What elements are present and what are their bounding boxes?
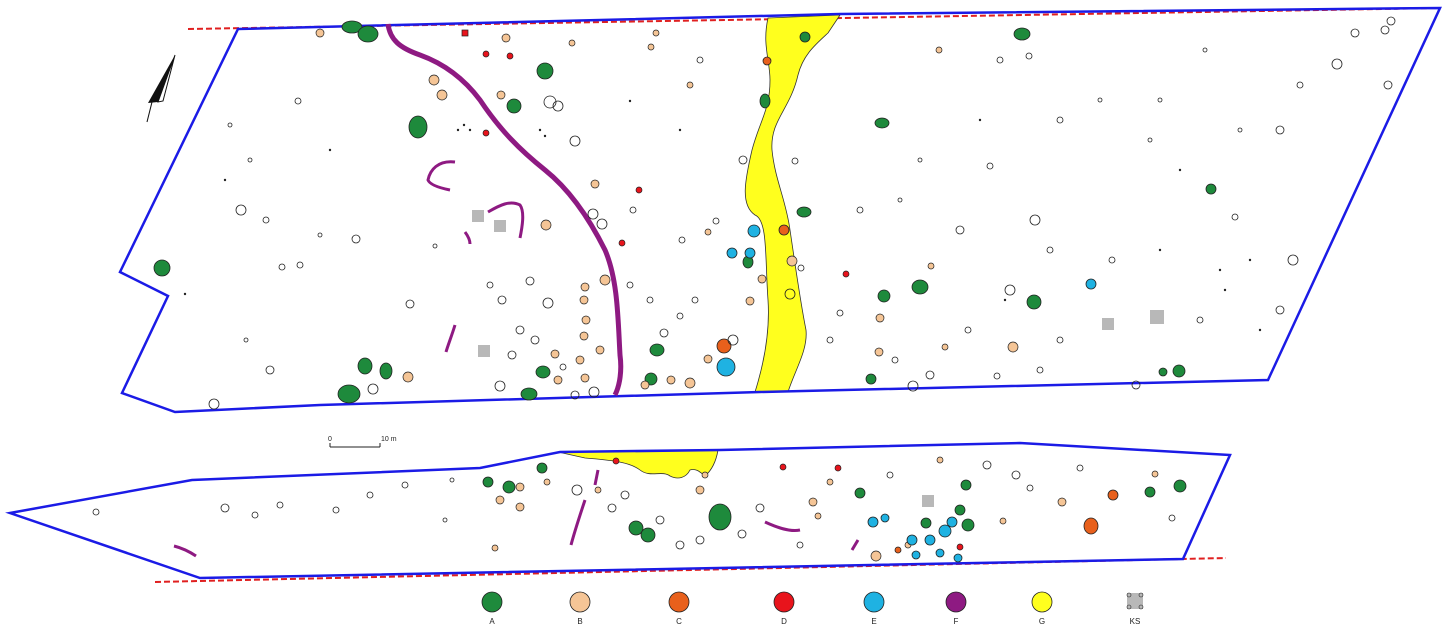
feature-ks-5 (1150, 310, 1164, 324)
legend-item-ks: KS (1126, 592, 1144, 626)
feature-b-group-upper (315, 28, 1019, 390)
feature-f-ditch-1 (385, 23, 624, 397)
legend-item-e: E (863, 591, 885, 626)
feature-f-ditch-3 (487, 201, 525, 239)
feature-a-group-upper (153, 20, 1217, 404)
feature-f-lower-1 (569, 499, 587, 546)
feature-b-group-lower (491, 456, 1159, 562)
feature-d-group-lower (612, 457, 964, 551)
postholes-upper (183, 99, 1262, 332)
feature-f-ditch-5 (444, 324, 457, 353)
legend-item-g: G (1031, 591, 1053, 626)
legend-label-b: B (577, 617, 582, 626)
feature-ks-1 (472, 210, 484, 222)
legend-item-a: A (481, 591, 503, 626)
feature-a-group-lower (482, 462, 1187, 543)
lower-trench-boundary (5, 441, 1232, 580)
feature-e-group-lower (867, 513, 963, 563)
feature-f-lower-2 (593, 469, 600, 486)
lower-trench (5, 441, 1232, 583)
legend-label-ks: KS (1130, 617, 1141, 626)
scale-bar: 0 10 m (328, 436, 397, 448)
legend-item-c: C (668, 591, 690, 626)
feature-ks-lower (922, 495, 934, 507)
legend-label-c: C (676, 617, 682, 626)
feature-ks-4 (1102, 318, 1114, 330)
feature-f-ditch-4 (463, 231, 472, 245)
upper-trench (118, 6, 1442, 414)
feature-d-group-upper (461, 29, 850, 278)
feature-f-lower-4 (173, 544, 197, 558)
feature-ks-3 (478, 345, 490, 357)
feature-g-lower-channel (557, 449, 719, 479)
north-arrow-icon (146, 54, 176, 123)
feature-g-channel (744, 14, 841, 393)
open-pits-lower (92, 460, 1176, 550)
feature-f-ditch-2 (426, 160, 456, 192)
scale-bar-start-label: 0 (328, 436, 332, 443)
legend-item-f: F (945, 591, 967, 626)
feature-f-lower-5 (850, 539, 860, 551)
legend: A B C D E F G (481, 591, 1144, 626)
legend-item-b: B (569, 591, 591, 626)
legend-label-f: F (954, 617, 959, 626)
upper-trench-boundary (118, 6, 1442, 414)
legend-label-g: G (1039, 617, 1045, 626)
legend-label-e: E (871, 617, 876, 626)
legend-item-d: D (773, 591, 795, 626)
feature-c-group-lower (894, 489, 1119, 554)
feature-f-lower-3 (764, 520, 801, 532)
open-pits-upper (208, 16, 1396, 410)
feature-e-group-upper (716, 224, 1097, 377)
feature-ks-2 (494, 220, 506, 232)
scale-bar-end-label: 10 m (381, 436, 397, 443)
legend-label-d: D (781, 617, 787, 626)
legend-label-a: A (489, 617, 495, 626)
feature-c-group-upper (716, 56, 790, 354)
